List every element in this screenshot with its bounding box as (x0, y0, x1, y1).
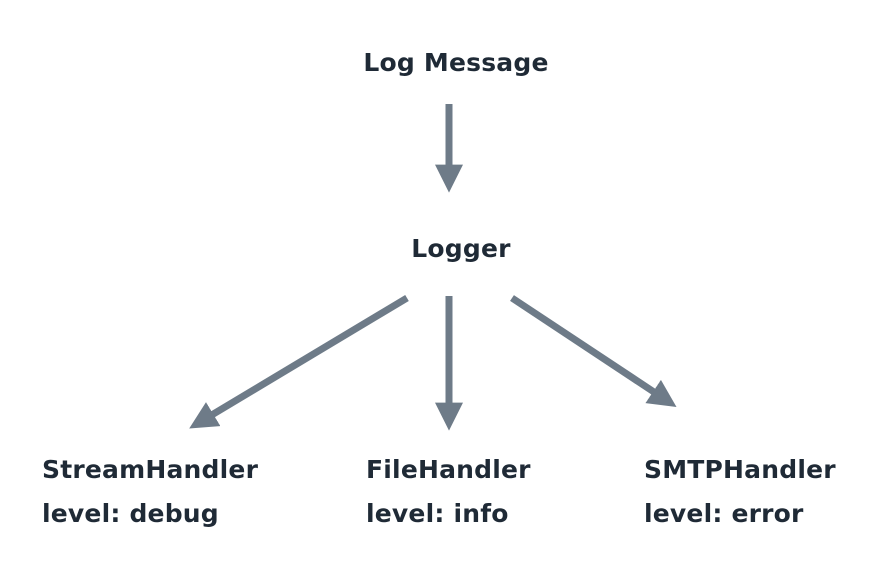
file-handler-level: level: info (366, 499, 509, 528)
smtp-handler-node: SMTPHandler level: error (644, 448, 836, 536)
smtp-handler-name: SMTPHandler (644, 455, 836, 484)
stream-handler-level: level: debug (42, 499, 219, 528)
smtp-handler-level: level: error (644, 499, 804, 528)
stream-handler-name: StreamHandler (42, 455, 259, 484)
log-message-label: Log Message (363, 48, 549, 77)
stream-handler-node: StreamHandler level: debug (42, 448, 258, 536)
arrow-logger-to-smtp-handler (510, 295, 677, 407)
file-handler-name: FileHandler (366, 455, 531, 484)
arrow-logger-to-stream-handler (189, 294, 409, 429)
logger-label: Logger (411, 234, 511, 263)
file-handler-node: FileHandler level: info (366, 448, 531, 536)
